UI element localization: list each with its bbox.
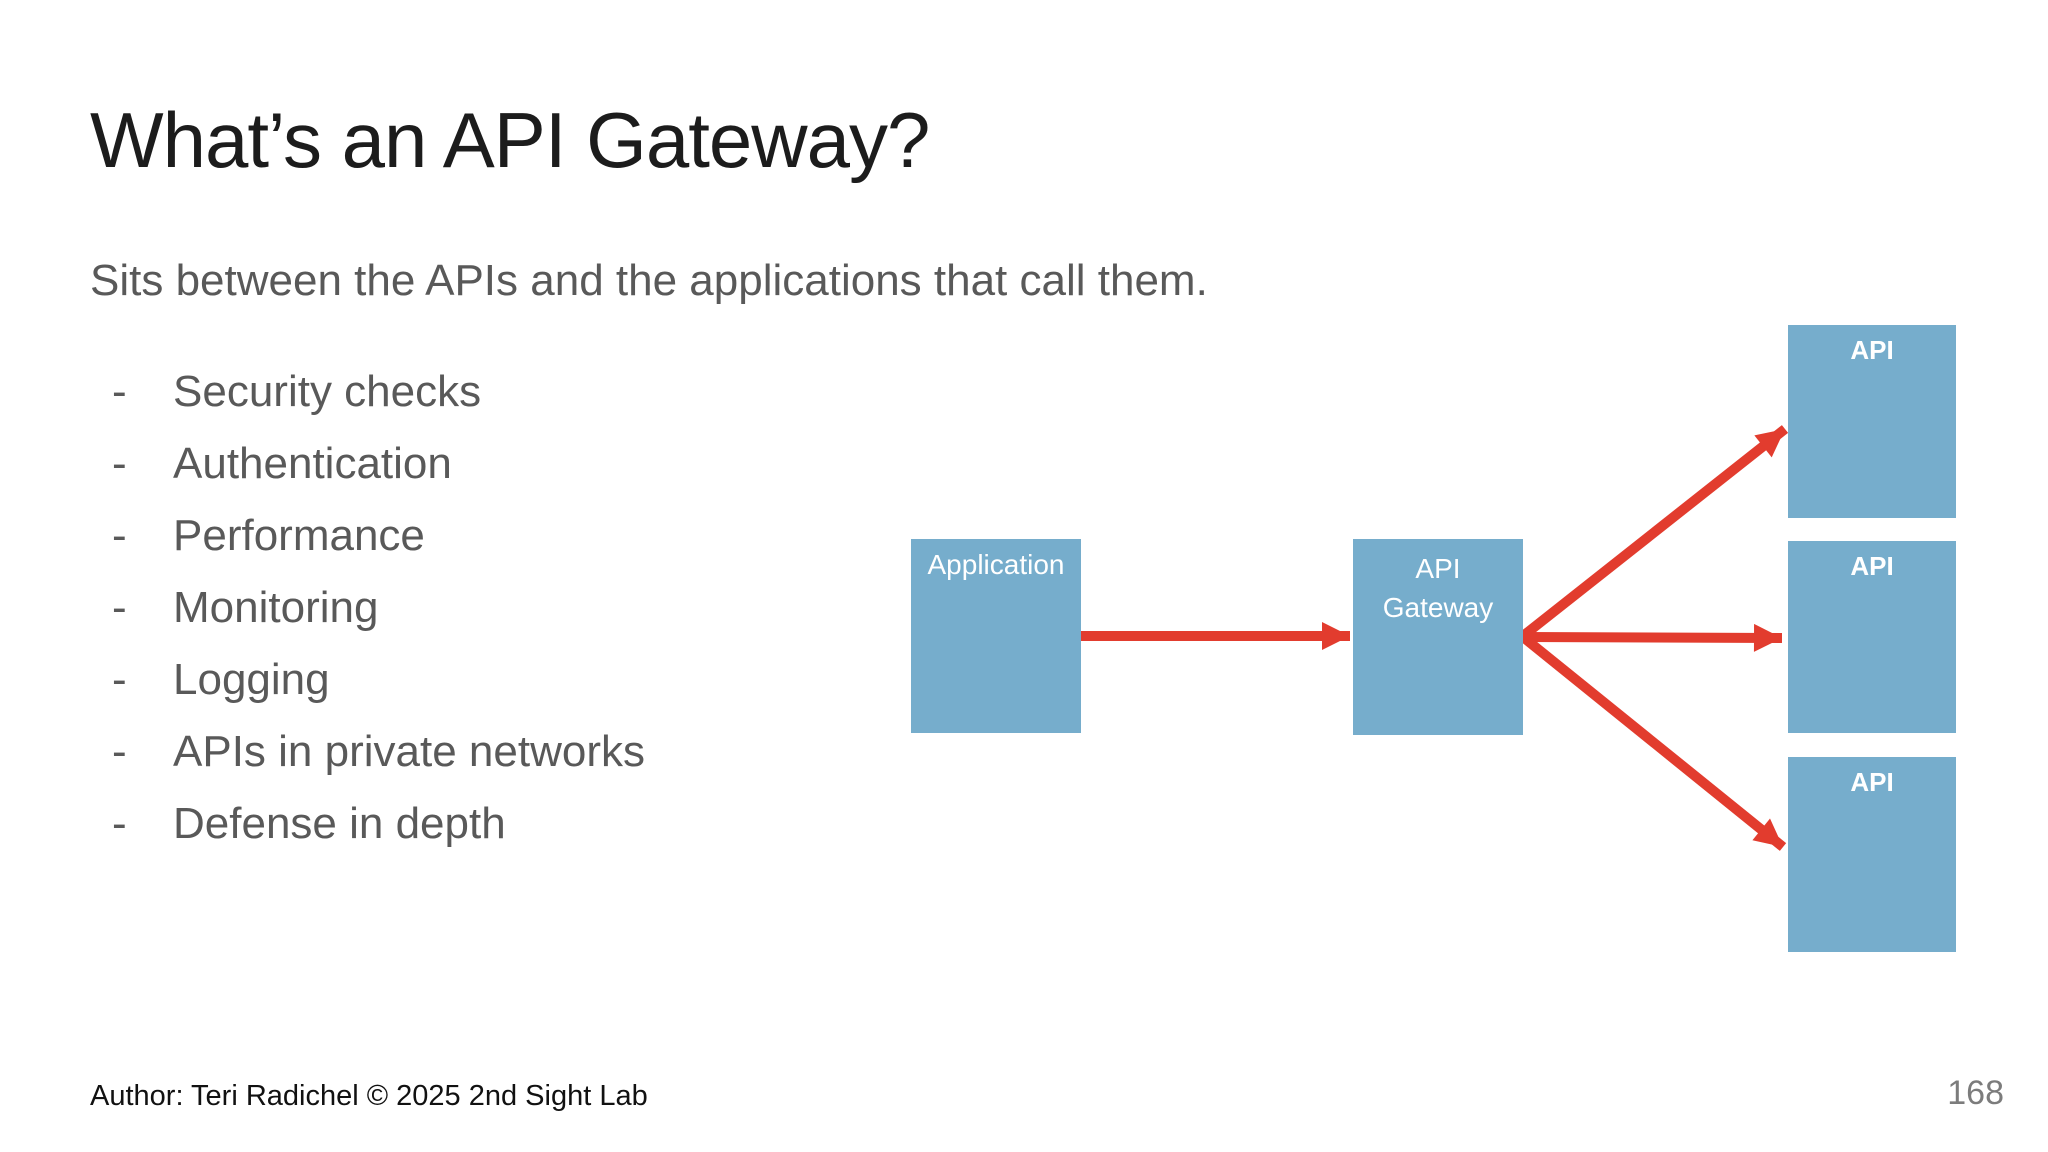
diagram-arrows xyxy=(1081,425,1789,851)
list-item: - Logging xyxy=(90,644,645,716)
api-gateway-box-label: API Gateway xyxy=(1382,553,1494,624)
list-item-label: Security checks xyxy=(173,367,482,416)
list-item-label: Logging xyxy=(173,655,330,704)
api-box-label: API xyxy=(1850,551,1894,581)
slide-subtitle: Sits between the APIs and the applicatio… xyxy=(90,256,1208,305)
bullet-dash: - xyxy=(112,439,127,488)
slide-title: What’s an API Gateway? xyxy=(90,96,930,184)
api-box: API xyxy=(1788,541,1956,733)
bullet-dash: - xyxy=(112,799,127,848)
list-item-label: Defense in depth xyxy=(173,799,506,848)
list-item-label: Performance xyxy=(173,511,425,560)
api-gateway-box: API Gateway xyxy=(1353,539,1523,735)
api-gateway-diagram: Application API Gateway API API API xyxy=(830,302,2020,970)
list-item-label: APIs in private networks xyxy=(173,727,645,776)
arrow-gateway-to-api-3 xyxy=(1519,633,1787,851)
bullet-dash: - xyxy=(112,511,127,560)
arrow-gateway-to-api-2 xyxy=(1522,623,1783,652)
bullet-dash: - xyxy=(112,727,127,776)
api-box: API xyxy=(1788,325,1956,518)
bullet-dash: - xyxy=(112,655,127,704)
bullet-dash: - xyxy=(112,367,127,416)
application-box-label: Application xyxy=(927,549,1065,580)
api-box: API xyxy=(1788,757,1956,952)
bullet-dash: - xyxy=(112,583,127,632)
list-item-label: Authentication xyxy=(173,439,452,488)
list-item: - Defense in depth xyxy=(90,788,645,860)
list-item: - APIs in private networks xyxy=(90,716,645,788)
page-number: 168 xyxy=(1947,1074,2004,1112)
list-item-label: Monitoring xyxy=(173,583,379,632)
list-item: - Security checks xyxy=(90,356,645,428)
list-item: - Performance xyxy=(90,500,645,572)
author-credit: Author: Teri Radichel © 2025 2nd Sight L… xyxy=(90,1080,648,1112)
arrow-gateway-to-api-1 xyxy=(1519,425,1789,640)
bullet-list: - Security checks - Authentication - Per… xyxy=(90,356,645,860)
application-box: Application xyxy=(911,539,1081,733)
list-item: - Monitoring xyxy=(90,572,645,644)
api-box-label: API xyxy=(1850,767,1894,797)
list-item: - Authentication xyxy=(90,428,645,500)
api-box-label: API xyxy=(1850,335,1894,365)
